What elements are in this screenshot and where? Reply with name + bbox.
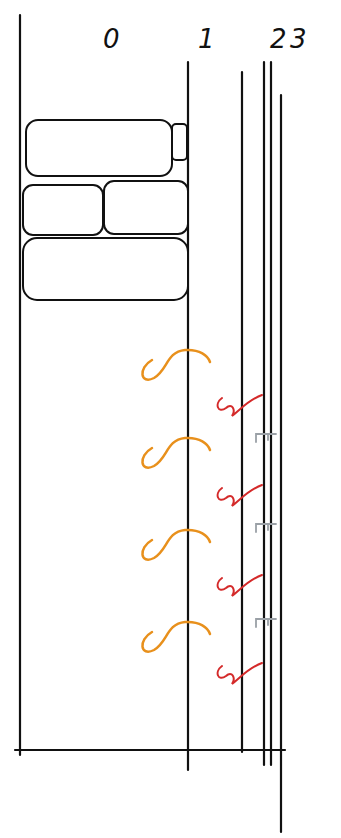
layer-line (19, 15, 21, 755)
layer-number: 1 (198, 26, 215, 52)
layer-number: 2 (270, 26, 287, 52)
layer-line (280, 95, 282, 832)
grey-fasteners (256, 434, 276, 627)
layer-number: 0 (103, 26, 120, 52)
layer-line (187, 62, 189, 770)
layer-line (241, 72, 243, 752)
stones (23, 120, 188, 300)
ground-line (15, 749, 285, 751)
layer-line (270, 62, 272, 765)
orange-waves (142, 350, 210, 652)
layer-line (263, 62, 265, 765)
layer-number: 3 (290, 26, 307, 52)
